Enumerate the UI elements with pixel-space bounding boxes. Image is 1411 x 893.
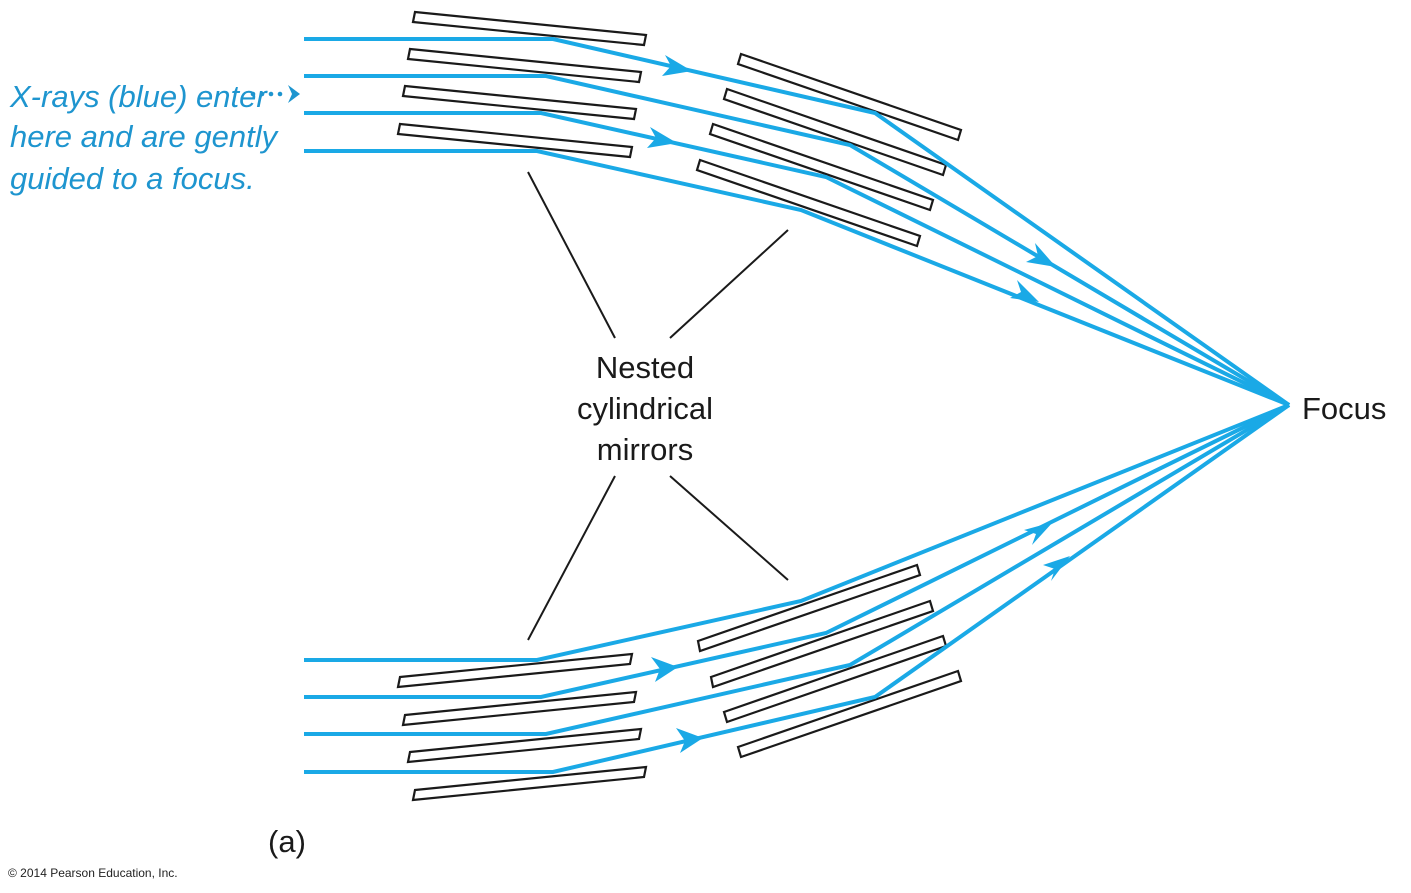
mirror: [406, 727, 643, 764]
arrow-icon: [651, 657, 678, 682]
x-ray-path: [304, 403, 1290, 662]
arrow-icon: [1026, 243, 1056, 267]
mirror-label-leaders: [527, 171, 789, 641]
x-ray-path: [304, 37, 1291, 407]
mirror: [396, 122, 634, 159]
mirror-label-line-3: mirrors: [597, 432, 693, 467]
arrow-icon: [662, 55, 692, 76]
lower-mirror-set-1: [396, 652, 648, 802]
mirror: [401, 690, 638, 727]
panel-label: (a): [268, 824, 306, 859]
mirror: [695, 158, 922, 248]
dotted-pointer-arrow: [250, 85, 300, 103]
mirror: [736, 52, 963, 142]
x-ray-path: [304, 403, 1290, 699]
upper-mirror-set-1: [396, 10, 648, 159]
mirror: [696, 563, 922, 653]
leader-line: [669, 475, 789, 581]
x-ray-path: [304, 74, 1291, 407]
arrow-icon: [1024, 522, 1053, 545]
mirror: [709, 599, 935, 689]
upper-rays: [304, 37, 1291, 407]
upper-mirror-set-2: [695, 52, 963, 248]
mirror: [411, 10, 648, 47]
mirror: [708, 122, 935, 212]
pointer-dot: [268, 91, 274, 97]
x-ray-path: [304, 111, 1290, 407]
mirror-label: Nested cylindrical mirrors: [577, 350, 713, 467]
intro-label-line-2: here and are gently: [10, 119, 280, 154]
mirror: [722, 87, 948, 177]
arrow-icon: [1010, 280, 1039, 302]
focus-label: Focus: [1302, 391, 1386, 426]
lower-rays: [304, 403, 1291, 774]
pointer-dot: [250, 91, 256, 97]
pointer-dot: [259, 91, 265, 97]
mirror: [401, 84, 638, 121]
chevron-right-icon: [288, 85, 300, 103]
intro-label-line-3: guided to a focus.: [10, 161, 255, 196]
lower-mirror-set-2: [696, 563, 963, 759]
ray-arrowheads: [647, 55, 1070, 753]
mirror: [406, 47, 643, 84]
copyright-notice: © 2014 Pearson Education, Inc.: [8, 866, 178, 880]
leader-line: [527, 171, 616, 339]
arrow-icon: [647, 127, 677, 148]
x-ray-path: [304, 403, 1291, 736]
arrow-icon: [676, 728, 703, 753]
mirror: [411, 765, 648, 802]
mirror-label-line-2: cylindrical: [577, 391, 713, 426]
intro-label-line-1: X-rays (blue) enter: [9, 79, 268, 114]
intro-label: X-rays (blue) enter here and are gently …: [9, 79, 280, 196]
mirror: [396, 652, 634, 689]
arrow-icon: [1043, 556, 1070, 581]
pointer-dot: [277, 91, 283, 97]
x-ray-path: [304, 149, 1290, 407]
mirror-label-line-1: Nested: [596, 350, 694, 385]
leader-line: [669, 229, 789, 339]
mirror: [736, 669, 963, 759]
leader-line: [527, 475, 616, 641]
x-ray-path: [304, 403, 1291, 774]
